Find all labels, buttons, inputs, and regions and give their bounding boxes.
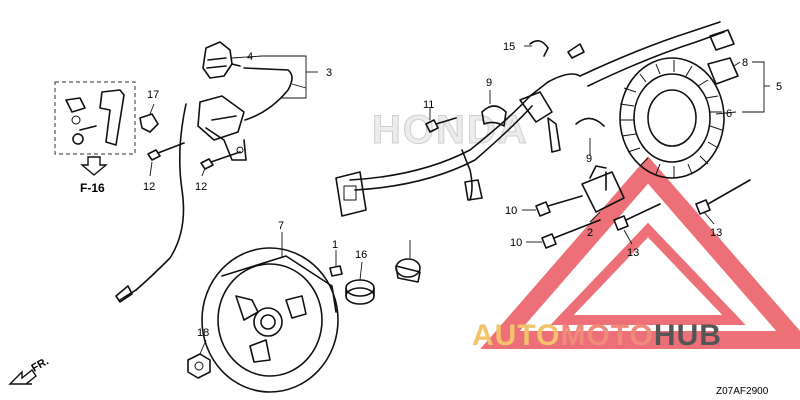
clamp-9a <box>481 105 507 127</box>
callout-16: 16 <box>355 249 367 261</box>
callout-8: 8 <box>742 57 748 69</box>
clip-15 <box>529 40 549 57</box>
harness-connector <box>335 171 367 217</box>
bolt-10b <box>541 219 601 249</box>
callout-9b: 9 <box>586 153 592 165</box>
reference-box <box>54 81 136 155</box>
bolt-11 <box>425 117 457 133</box>
callout-10b: 10 <box>510 237 522 249</box>
callout-17: 17 <box>147 89 159 101</box>
watermark-part-hub: HUB <box>654 319 722 352</box>
wire-harness <box>349 21 725 201</box>
bolt-13a <box>613 203 661 231</box>
callout-3: 3 <box>326 67 332 79</box>
flywheel <box>201 247 339 393</box>
spark-plug-cap <box>202 41 241 79</box>
callout-6: 6 <box>726 108 732 120</box>
key-1 <box>329 265 343 277</box>
reference-label: F-16 <box>80 181 105 195</box>
front-arrow-icon <box>8 368 37 385</box>
callout-18: 18 <box>197 327 209 339</box>
callout-1: 1 <box>332 239 338 251</box>
callout-4: 4 <box>247 51 253 63</box>
background-brand-text: HONDA <box>372 108 529 152</box>
bolt-12a <box>147 142 185 161</box>
ignition-coil <box>115 95 247 303</box>
leader-lines <box>149 45 770 355</box>
down-arrow-icon <box>80 156 108 176</box>
wire-terminal <box>567 43 585 59</box>
callout-10a: 10 <box>505 205 517 217</box>
watermark-logo: AUTOMOTOHUB <box>472 319 722 352</box>
regulator-2 <box>581 165 625 213</box>
callout-7: 7 <box>278 220 284 232</box>
watermark-part-moto: MOTO <box>560 319 653 352</box>
bolt-10a <box>535 195 583 217</box>
clamp-9b <box>547 117 605 153</box>
callout-12a: 12 <box>143 181 155 193</box>
callout-9a: 9 <box>486 77 492 89</box>
callout-15: 15 <box>503 41 515 53</box>
watermark-triangle-logo <box>480 156 800 349</box>
bolt-13b <box>695 179 751 215</box>
bolt-12b <box>200 151 241 170</box>
terminal-8 <box>707 29 739 85</box>
diagram-code: Z07AF2900 <box>716 386 769 397</box>
collar-16 <box>345 279 375 305</box>
band-clamp-14 <box>395 258 421 283</box>
callout-11: 11 <box>423 99 434 111</box>
callout-2: 2 <box>587 227 593 239</box>
high-tension-cord <box>243 67 293 121</box>
callout-12b: 12 <box>195 181 207 193</box>
callout-13b: 13 <box>710 227 722 239</box>
flywheel-nut-18 <box>187 353 211 379</box>
clip-17 <box>139 113 159 133</box>
callout-13a: 13 <box>627 247 639 259</box>
svg-text:AUTOMOTOHUB: AUTOMOTOHUB <box>472 319 722 352</box>
watermark-part-auto: AUTO <box>472 319 560 352</box>
stator-coil <box>619 57 725 179</box>
callout-5: 5 <box>776 81 782 93</box>
front-indicator: FR. <box>30 355 51 374</box>
